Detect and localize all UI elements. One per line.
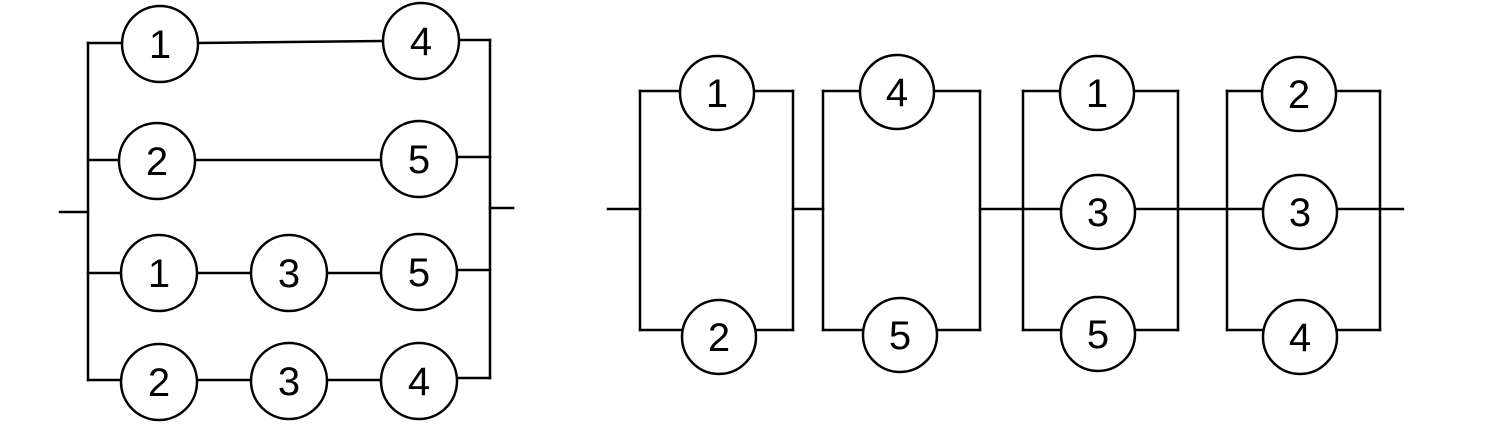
node-circle — [861, 296, 939, 374]
node-label: 2 — [148, 361, 170, 405]
node-circle — [117, 121, 197, 201]
left-node-2b: 2 — [119, 342, 199, 422]
node-label: 5 — [1087, 313, 1109, 357]
node-circle — [120, 4, 200, 84]
left-node-4a: 4 — [381, 1, 461, 81]
node-circle — [379, 119, 459, 199]
node-label: 1 — [1086, 72, 1108, 116]
right-node-5a: 5 — [861, 296, 939, 374]
node-label: 3 — [1289, 191, 1311, 235]
left-node-5b: 5 — [379, 232, 459, 312]
left-node-3b: 3 — [249, 341, 329, 421]
node-label: 4 — [1289, 316, 1311, 360]
right-diagram-nodes: 1 2 4 5 1 3 5 — [678, 53, 1339, 376]
left-node-3a: 3 — [249, 233, 329, 313]
node-circle — [1059, 295, 1137, 373]
left-branch1-wire-b — [196, 39, 384, 45]
left-diagram-wires — [58, 38, 515, 382]
left-node-5a: 5 — [379, 119, 459, 199]
node-label: 4 — [408, 360, 430, 404]
right-node-3a: 3 — [1059, 173, 1137, 251]
node-circle — [249, 341, 329, 421]
node-circle — [249, 233, 329, 313]
right-node-4b: 4 — [1261, 298, 1339, 376]
node-circle — [379, 341, 459, 421]
node-circle — [379, 232, 459, 312]
node-label: 3 — [278, 360, 300, 404]
right-node-2b: 2 — [1260, 55, 1338, 133]
left-node-4b: 4 — [379, 341, 459, 421]
node-label: 2 — [708, 316, 730, 360]
right-node-1a: 1 — [678, 54, 756, 132]
node-label: 2 — [146, 140, 168, 184]
node-label: 3 — [278, 252, 300, 296]
right-node-5b: 5 — [1059, 295, 1137, 373]
node-circle — [119, 342, 199, 422]
node-circle — [678, 54, 756, 132]
right-node-4a: 4 — [858, 53, 936, 131]
node-circle — [1260, 55, 1338, 133]
node-circle — [858, 53, 936, 131]
node-label: 4 — [886, 71, 908, 115]
node-circle — [119, 233, 199, 313]
node-label: 3 — [1087, 191, 1109, 235]
node-circle — [680, 298, 758, 376]
left-diagram-nodes: 1 4 2 5 1 3 5 — [117, 1, 461, 422]
node-circle — [1261, 173, 1339, 251]
node-label: 5 — [889, 314, 911, 358]
node-label: 1 — [148, 252, 170, 296]
node-label: 5 — [408, 251, 430, 295]
node-label: 5 — [408, 138, 430, 182]
node-label: 4 — [410, 20, 432, 64]
node-circle — [381, 1, 461, 81]
right-node-2a: 2 — [680, 298, 758, 376]
left-node-1a: 1 — [120, 4, 200, 84]
left-node-1b: 1 — [119, 233, 199, 313]
right-node-1b: 1 — [1058, 54, 1136, 132]
left-node-2a: 2 — [117, 121, 197, 201]
node-label: 2 — [1288, 73, 1310, 117]
right-node-3b: 3 — [1261, 173, 1339, 251]
right-diagram-wires — [606, 89, 1405, 332]
node-circle — [1059, 173, 1137, 251]
node-circle — [1261, 298, 1339, 376]
node-label: 1 — [706, 72, 728, 116]
node-label: 1 — [149, 23, 171, 67]
node-circle — [1058, 54, 1136, 132]
